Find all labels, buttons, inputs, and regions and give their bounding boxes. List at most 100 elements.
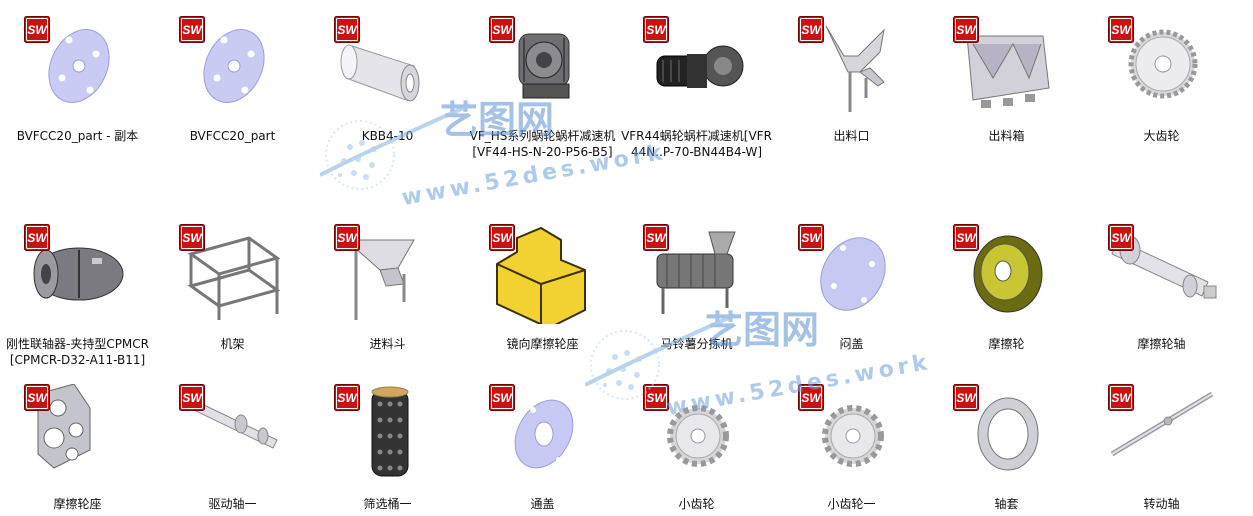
small-gear-icon (822, 405, 884, 467)
solidworks-badge-icon: SW (489, 384, 515, 411)
file-thumbnail: SW (798, 16, 908, 116)
file-thumbnail: SW (1108, 224, 1218, 324)
file-name-label: 转动轴 (1143, 497, 1180, 511)
solidworks-badge-icon: SW (489, 224, 515, 251)
file-thumbnail: SW (334, 16, 444, 116)
svg-text:SW: SW (337, 23, 358, 37)
solidworks-badge-icon: SW (643, 16, 669, 43)
assembly-block-icon (496, 226, 586, 324)
small-gear-icon (667, 405, 729, 467)
svg-text:SW: SW (492, 23, 513, 37)
flange-plate-icon (48, 29, 110, 103)
file-name-label: BVFCC20_part - 副本 (16, 129, 139, 143)
svg-text:SW: SW (337, 391, 358, 405)
file-name-label: 出料口 (833, 129, 870, 143)
file-thumbnail: SW (179, 224, 289, 324)
solidworks-badge-icon: SW (1108, 224, 1134, 251)
file-thumbnail: SW (489, 16, 599, 116)
svg-text:SW: SW (956, 231, 977, 245)
file-name-label: 马铃薯分拣机 (660, 337, 733, 351)
solidworks-badge-icon: SW (1108, 16, 1134, 43)
end-cap-icon (820, 237, 886, 311)
solidworks-badge-icon: SW (953, 16, 979, 43)
svg-text:SW: SW (492, 391, 513, 405)
svg-text:SW: SW (646, 23, 667, 37)
svg-text:SW: SW (492, 231, 513, 245)
file-name-label: 通盖 (530, 497, 555, 511)
solidworks-badge-icon: SW (489, 16, 515, 43)
solidworks-badge-icon: SW (179, 384, 205, 411)
screening-drum-icon (371, 386, 409, 477)
file-thumbnail: SW (953, 224, 1063, 324)
solidworks-badge-icon: SW (1108, 384, 1134, 411)
svg-text:SW: SW (956, 23, 977, 37)
file-name-label: KBB4-10 (361, 129, 414, 143)
file-thumbnail: SW (334, 384, 444, 484)
svg-text:SW: SW (27, 391, 48, 405)
file-thumbnail: SW (24, 16, 134, 116)
file-name-label: 大齿轮 (1143, 129, 1180, 143)
solidworks-badge-icon: SW (179, 16, 205, 43)
file-thumbnail: SW (179, 384, 289, 484)
file-thumbnail: SW (953, 16, 1063, 116)
file-name-label: 筛选桶一 (363, 497, 412, 511)
file-name-label: 驱动轴一 (208, 497, 257, 511)
file-name-label: BVFCC20_part (189, 129, 276, 143)
bushing-ring-icon (977, 397, 1039, 471)
svg-text:SW: SW (646, 391, 667, 405)
svg-text:SW: SW (182, 231, 203, 245)
solidworks-badge-icon: SW (179, 224, 205, 251)
sorting-machine-icon (656, 231, 736, 314)
file-thumbnail: SW (24, 224, 134, 324)
file-thumbnail: SW (1108, 384, 1218, 484)
svg-text:SW: SW (956, 391, 977, 405)
file-name-label: VFR44蜗轮蜗杆减速机[VFR44N..P-70-BN44B4-W] (621, 129, 772, 159)
file-thumbnail: SW (179, 16, 289, 116)
rigid-coupling-icon (33, 247, 124, 301)
solidworks-badge-icon: SW (334, 16, 360, 43)
solidworks-badge-icon: SW (334, 384, 360, 411)
solidworks-badge-icon: SW (953, 224, 979, 251)
svg-text:SW: SW (801, 391, 822, 405)
machine-frame-icon (187, 236, 281, 320)
svg-text:SW: SW (337, 231, 358, 245)
file-thumbnail: SW (953, 384, 1063, 484)
file-thumbnail: SW (643, 224, 753, 324)
solidworks-badge-icon: SW (953, 384, 979, 411)
svg-text:SW: SW (1111, 23, 1132, 37)
file-thumbnail: SW (334, 224, 444, 324)
svg-text:SW: SW (1111, 231, 1132, 245)
solidworks-badge-icon: SW (798, 224, 824, 251)
discharge-box-icon (966, 35, 1050, 108)
file-name-label: VF_HS系列蜗轮蜗杆减速机[VF44-HS-N-20-P56-B5] (469, 129, 616, 159)
svg-text:SW: SW (646, 231, 667, 245)
through-cover-icon (514, 399, 574, 469)
large-gear-icon (1128, 29, 1198, 99)
file-name-label: 闷盖 (839, 337, 864, 351)
svg-text:SW: SW (1111, 391, 1132, 405)
gear-motor-icon (656, 45, 744, 88)
file-name-label: 刚性联轴器-夹持型CPMCR[CPMCR-D32-A11-B11] (5, 337, 150, 367)
flange-plate-icon (203, 29, 265, 103)
svg-text:SW: SW (801, 231, 822, 245)
cylinder-part-icon (340, 44, 420, 102)
wheel-shaft-icon (1111, 235, 1217, 299)
file-thumbnail: SW (643, 16, 753, 116)
svg-text:SW: SW (182, 391, 203, 405)
file-thumbnail: SW (1108, 16, 1218, 116)
worm-gearbox-icon (518, 33, 570, 99)
solidworks-badge-icon: SW (24, 16, 50, 43)
file-thumbnail: SW (24, 384, 134, 484)
file-name-label: 摩擦轮轴 (1137, 337, 1186, 351)
file-name-label: 出料箱 (988, 129, 1025, 143)
outlet-chute-icon (825, 25, 885, 112)
file-thumbnail: SW (489, 384, 599, 484)
file-name-label: 小齿轮 (678, 497, 715, 511)
file-name-label: 摩擦轮 (988, 337, 1025, 351)
svg-text:SW: SW (801, 23, 822, 37)
solidworks-badge-icon: SW (798, 16, 824, 43)
svg-text:SW: SW (27, 231, 48, 245)
solidworks-badge-icon: SW (643, 384, 669, 411)
solidworks-badge-icon: SW (24, 384, 50, 411)
